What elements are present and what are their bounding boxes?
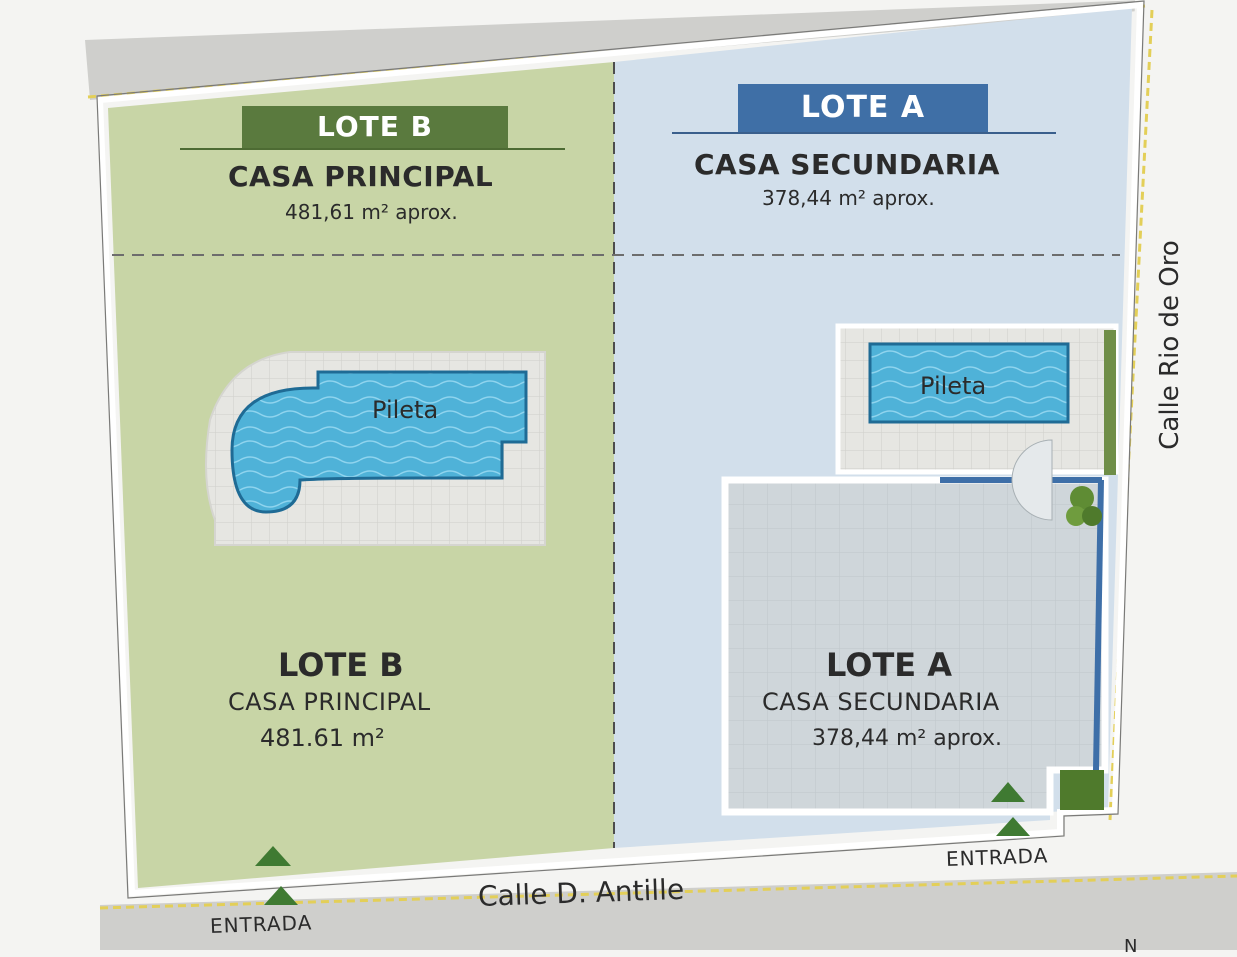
- lote-b-header-subtitle: CASA PRINCIPAL: [228, 160, 494, 193]
- street-bottom: [100, 872, 1237, 950]
- lote-a-header-area: 378,44 m² aprox.: [762, 186, 935, 210]
- entrance-right-label: ENTRADA: [945, 843, 1049, 871]
- entrance-arrow-left-down: [264, 886, 298, 905]
- lote-a-header-subtitle: CASA SECUNDARIA: [694, 148, 1000, 181]
- door-swing: [1011, 439, 1053, 521]
- lote-b-header-rule: [180, 148, 565, 150]
- lot-boundary: [96, 1, 1144, 897]
- plant-icon: [1066, 486, 1102, 526]
- lote-a-main-label: LOTE A: [826, 646, 953, 684]
- corner-hedge: [1060, 770, 1104, 810]
- street-right-label: Calle Rio de Oro: [1155, 240, 1185, 450]
- lote-a-main-area: 378,44 m² aprox.: [812, 726, 1003, 751]
- pool-b-label: Pileta: [372, 396, 439, 424]
- lot-boundary-outline: [96, 0, 1145, 899]
- entrance-arrow-right-up: [991, 782, 1025, 802]
- lote-b-main-area: 481.61 m²: [260, 724, 385, 752]
- lote-a-main-subtitle: CASA SECUNDARIA: [762, 688, 1000, 716]
- lote-b-main-label: LOTE B: [278, 646, 404, 684]
- pool-a-hedge: [1104, 330, 1116, 475]
- lote-b-header-label: LOTE B: [242, 106, 508, 148]
- house-a-wall-right: [1093, 479, 1104, 771]
- pool-b-water: [230, 370, 528, 514]
- pool-a-water: [868, 342, 1070, 424]
- pool-a-label: Pileta: [920, 372, 987, 400]
- lote-b-header-area: 481,61 m² aprox.: [285, 200, 458, 224]
- lote-a-header-rule: [672, 132, 1056, 134]
- entrance-left-label: ENTRADA: [209, 910, 313, 938]
- house-a-footprint: [721, 476, 1109, 816]
- entrance-arrow-left-up: [255, 846, 291, 866]
- entrance-arrow-right-down: [996, 817, 1030, 836]
- lote-b-main-subtitle: CASA PRINCIPAL: [228, 688, 431, 716]
- compass-north: N: [1124, 936, 1138, 957]
- lote-a-header-label: LOTE A: [738, 84, 988, 132]
